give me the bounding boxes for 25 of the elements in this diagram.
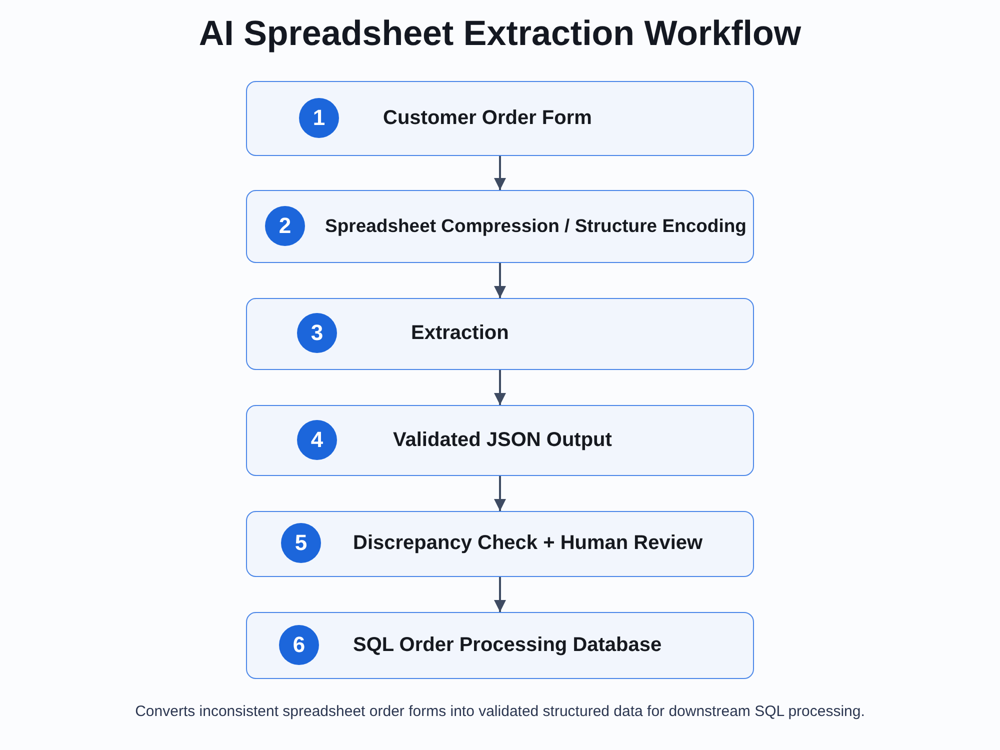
step-number: 3 [297, 313, 337, 354]
step-label: Extraction [411, 321, 509, 346]
step-label: Customer Order Form [383, 106, 592, 130]
step-label: Discrepancy Check + Human Review [353, 531, 703, 556]
arrow [494, 370, 506, 405]
process-box [246, 190, 754, 263]
process-box [246, 612, 754, 679]
step-label: SQL Order Processing Database [353, 632, 662, 657]
process-box [246, 298, 754, 370]
step-label: Validated JSON Output [393, 428, 612, 452]
step-label: Spreadsheet Compression / Structure Encoding [325, 214, 746, 238]
step-number: 1 [299, 98, 339, 138]
arrow [494, 156, 506, 190]
caption-text: Converts inconsistent spreadsheet order forms into validated structured data for downstream SQL processing. [135, 703, 865, 720]
step-number: 6 [279, 624, 319, 665]
process-box [246, 405, 754, 476]
step-number: 2 [265, 206, 305, 246]
arrow [494, 263, 506, 298]
step-number: 5 [281, 523, 321, 564]
diagram-title: AI Spreadsheet Extraction Workflow [198, 14, 802, 54]
process-box [246, 81, 754, 156]
arrow [494, 476, 506, 511]
step-number: 4 [297, 420, 337, 460]
process-box [246, 511, 754, 577]
arrow [494, 577, 506, 612]
